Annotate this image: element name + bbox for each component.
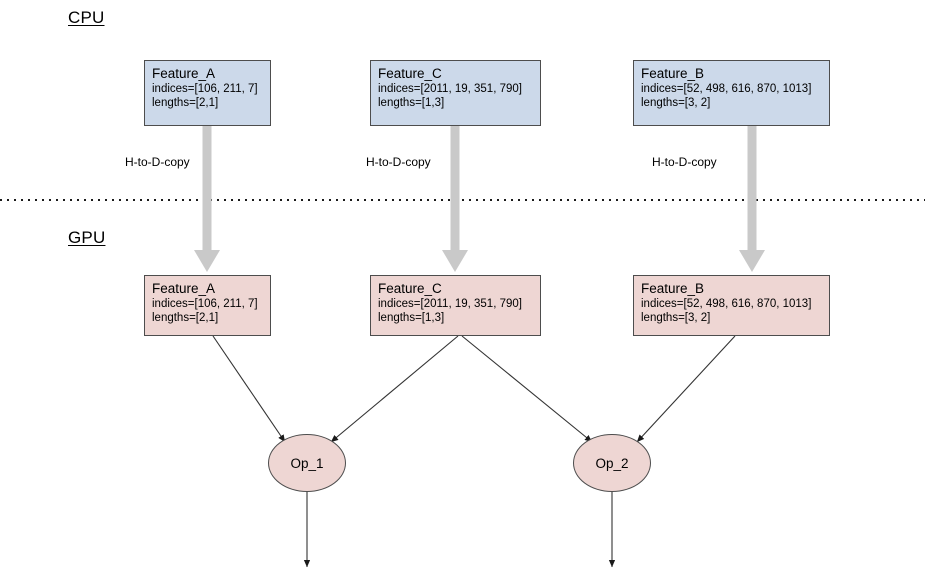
feature-to-op-edges: [212, 335, 736, 443]
node-lengths: lengths=[2,1]: [152, 97, 219, 110]
node-gpu-feature-b[interactable]: Feature_B indices=[52, 498, 616, 870, 101…: [633, 275, 830, 336]
node-title: Feature_B: [641, 281, 705, 296]
edge-feature-c-op1: [330, 335, 459, 443]
node-lengths: lengths=[3, 2]: [641, 312, 711, 325]
copy-arrow-copy-c: [442, 126, 468, 272]
copy-label-copy-c: H-to-D-copy: [366, 155, 431, 169]
section-label-gpu: GPU: [68, 228, 106, 247]
node-indices: indices=[2011, 19, 351, 790]: [378, 298, 522, 311]
node-gpu-feature-c[interactable]: Feature_C indices=[2011, 19, 351, 790]len…: [370, 275, 541, 336]
node-lengths: lengths=[3, 2]: [641, 97, 711, 110]
node-cpu-feature-b[interactable]: Feature_B indices=[52, 498, 616, 870, 101…: [633, 60, 830, 126]
copy-label-copy-a: H-to-D-copy: [125, 155, 190, 169]
node-indices: indices=[106, 211, 7]: [152, 298, 258, 311]
node-op-1[interactable]: Op_1: [268, 434, 346, 492]
copy-arrow-copy-b: [739, 126, 765, 272]
node-title: Feature_C: [378, 281, 442, 296]
section-label-cpu: CPU: [68, 8, 105, 27]
edge-feature-c-op2: [461, 335, 593, 443]
op-label: Op_2: [595, 455, 629, 471]
op-output-edges: [303, 492, 616, 568]
copy-arrow-copy-a: [194, 126, 220, 272]
node-gpu-feature-a[interactable]: Feature_A indices=[106, 211, 7]lengths=[2…: [144, 275, 271, 336]
node-title: Feature_A: [152, 281, 216, 296]
node-indices: indices=[52, 498, 616, 870, 1013]: [641, 298, 812, 311]
node-title: Feature_C: [378, 66, 442, 81]
edge-feature-b-op2: [636, 335, 736, 443]
node-cpu-feature-a[interactable]: Feature_A indices=[106, 211, 7]lengths=[2…: [144, 60, 271, 126]
node-title: Feature_B: [641, 66, 705, 81]
op-label: Op_1: [290, 455, 324, 471]
node-lengths: lengths=[1,3]: [378, 97, 445, 110]
copy-label-copy-b: H-to-D-copy: [652, 155, 717, 169]
node-title: Feature_A: [152, 66, 216, 81]
node-indices: indices=[2011, 19, 351, 790]: [378, 83, 522, 96]
node-cpu-feature-c[interactable]: Feature_C indices=[2011, 19, 351, 790]len…: [370, 60, 541, 126]
node-lengths: lengths=[1,3]: [378, 312, 445, 325]
host-to-device-arrows: [194, 126, 765, 272]
edge-feature-a-op1: [212, 335, 286, 443]
node-op-2[interactable]: Op_2: [573, 434, 651, 492]
node-indices: indices=[106, 211, 7]: [152, 83, 258, 96]
node-lengths: lengths=[2,1]: [152, 312, 219, 325]
node-indices: indices=[52, 498, 616, 870, 1013]: [641, 83, 812, 96]
